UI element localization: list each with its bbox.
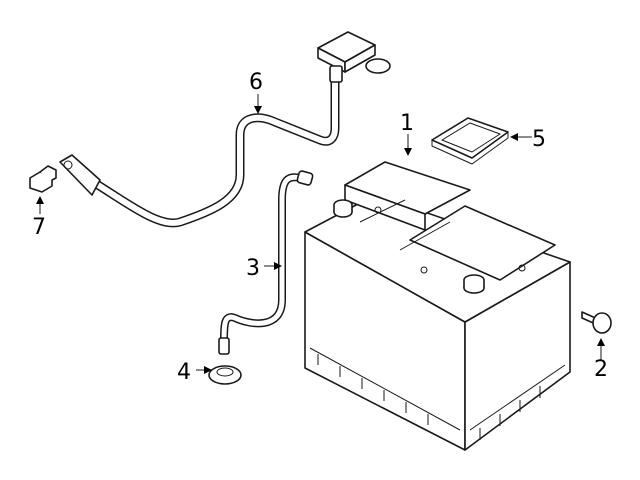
callout-4: 4 bbox=[177, 360, 191, 385]
positive-cable[interactable] bbox=[59, 31, 391, 228]
ground-cable[interactable] bbox=[218, 170, 314, 355]
grommet[interactable] bbox=[208, 365, 242, 385]
callout-3: 3 bbox=[246, 256, 260, 281]
cover-plate[interactable] bbox=[431, 117, 509, 165]
battery[interactable] bbox=[304, 161, 571, 451]
callout-7: 7 bbox=[32, 215, 46, 240]
bolt-right[interactable] bbox=[581, 311, 612, 334]
bolt-left[interactable] bbox=[29, 165, 57, 193]
callout-2: 2 bbox=[594, 357, 608, 382]
callout-6: 6 bbox=[249, 70, 263, 95]
callout-1: 1 bbox=[400, 111, 414, 136]
callout-5: 5 bbox=[532, 127, 546, 152]
